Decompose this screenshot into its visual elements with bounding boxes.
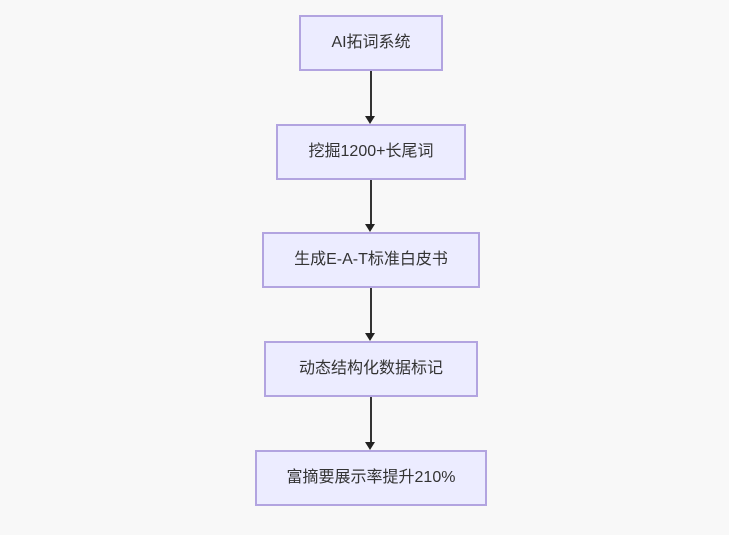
flow-node-3: 生成E-A-T标准白皮书 bbox=[262, 232, 480, 288]
flow-node-5: 富摘要展示率提升210% bbox=[255, 450, 487, 506]
flow-node-2-label: 挖掘1200+长尾词 bbox=[308, 143, 434, 160]
flow-node-2: 挖掘1200+长尾词 bbox=[276, 124, 466, 180]
flow-node-5-label: 富摘要展示率提升210% bbox=[286, 469, 456, 486]
flow-node-3-label: 生成E-A-T标准白皮书 bbox=[294, 251, 448, 268]
flow-edge-1-line bbox=[370, 71, 372, 116]
flow-edge-2-line bbox=[370, 180, 372, 224]
arrow-down-head-3 bbox=[365, 333, 375, 341]
flow-edge-4-line bbox=[370, 397, 372, 442]
flow-node-4-label: 动态结构化数据标记 bbox=[298, 360, 443, 377]
flow-edge-3-line bbox=[370, 288, 372, 333]
flow-node-4: 动态结构化数据标记 bbox=[264, 341, 478, 397]
flow-node-1-label: AI拓词系统 bbox=[331, 34, 411, 51]
arrow-down-head-1 bbox=[365, 116, 375, 124]
flow-node-1: AI拓词系统 bbox=[299, 15, 443, 71]
arrow-down-head-4 bbox=[365, 442, 375, 450]
arrow-down-head-2 bbox=[365, 224, 375, 232]
